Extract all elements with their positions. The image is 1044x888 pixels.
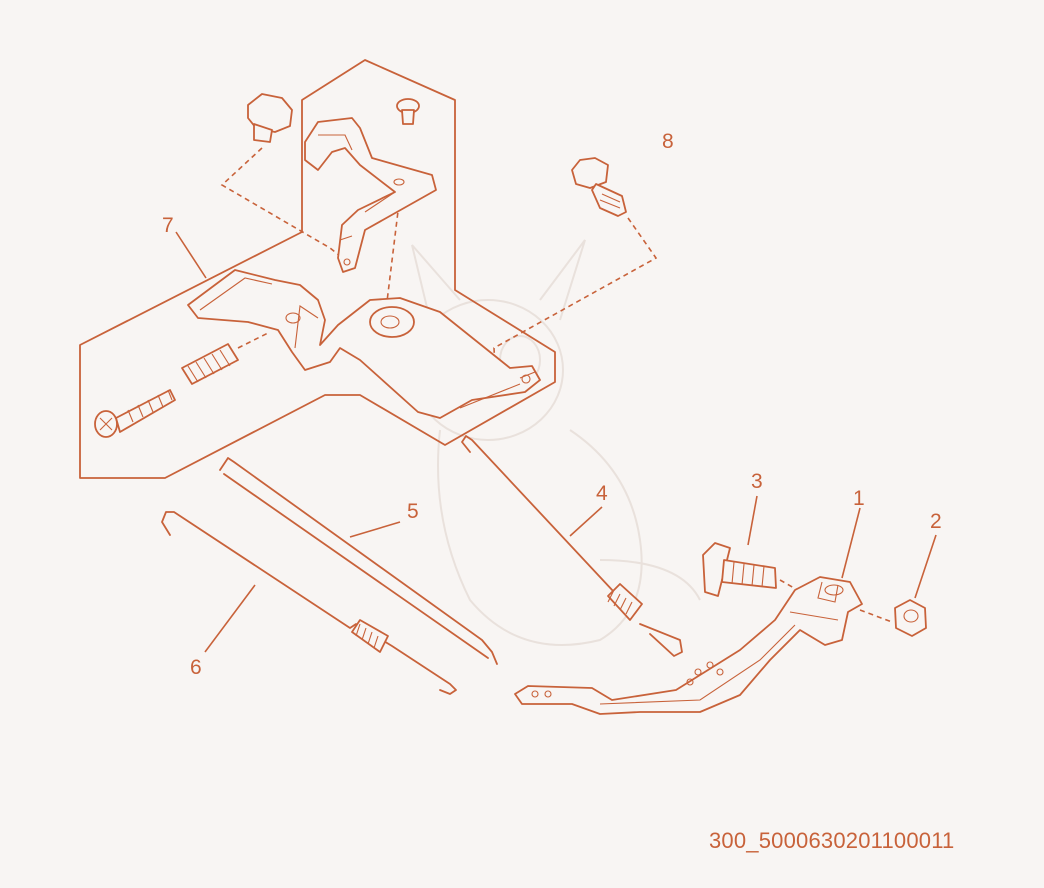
adjusting-spring [181, 343, 239, 385]
lower-bracket [187, 269, 541, 419]
part-6-spring-rod [161, 511, 457, 695]
part-2-nut [894, 599, 927, 637]
screw-dashed-guide [237, 331, 271, 349]
leader-7 [175, 231, 207, 279]
callout-4: 4 [596, 482, 608, 505]
leader-4 [569, 506, 603, 537]
bracket-bolt [247, 93, 293, 143]
watermark-mascot [411, 239, 701, 646]
callout-2: 2 [930, 510, 942, 533]
callout-1: 1 [853, 487, 865, 510]
callout-6: 6 [190, 656, 202, 679]
leader-8-dashed [493, 217, 658, 369]
reference-code: 300_5000630201100011 [709, 828, 955, 853]
adjusting-screw [94, 389, 176, 438]
leader-1 [841, 507, 861, 579]
callout-7: 7 [162, 214, 174, 237]
leader-5 [349, 521, 401, 538]
part-3-bolt [702, 542, 777, 597]
bolt-dashed-guide [220, 147, 346, 261]
part-8-bolt [571, 157, 627, 217]
part-1-lever [514, 576, 863, 715]
leader-2 [914, 534, 937, 599]
leader-3 [747, 495, 758, 546]
bracket-pin [396, 98, 420, 125]
leader-6 [204, 584, 256, 653]
part-5-rod [219, 457, 498, 665]
pin-dashed-guide [384, 194, 401, 319]
callout-3: 3 [751, 470, 763, 493]
callout-5: 5 [407, 500, 419, 523]
upper-bracket [304, 117, 437, 273]
assembly-group-outline [79, 59, 556, 479]
part-4-spring-wire [461, 435, 683, 657]
callout-8: 8 [662, 130, 674, 153]
